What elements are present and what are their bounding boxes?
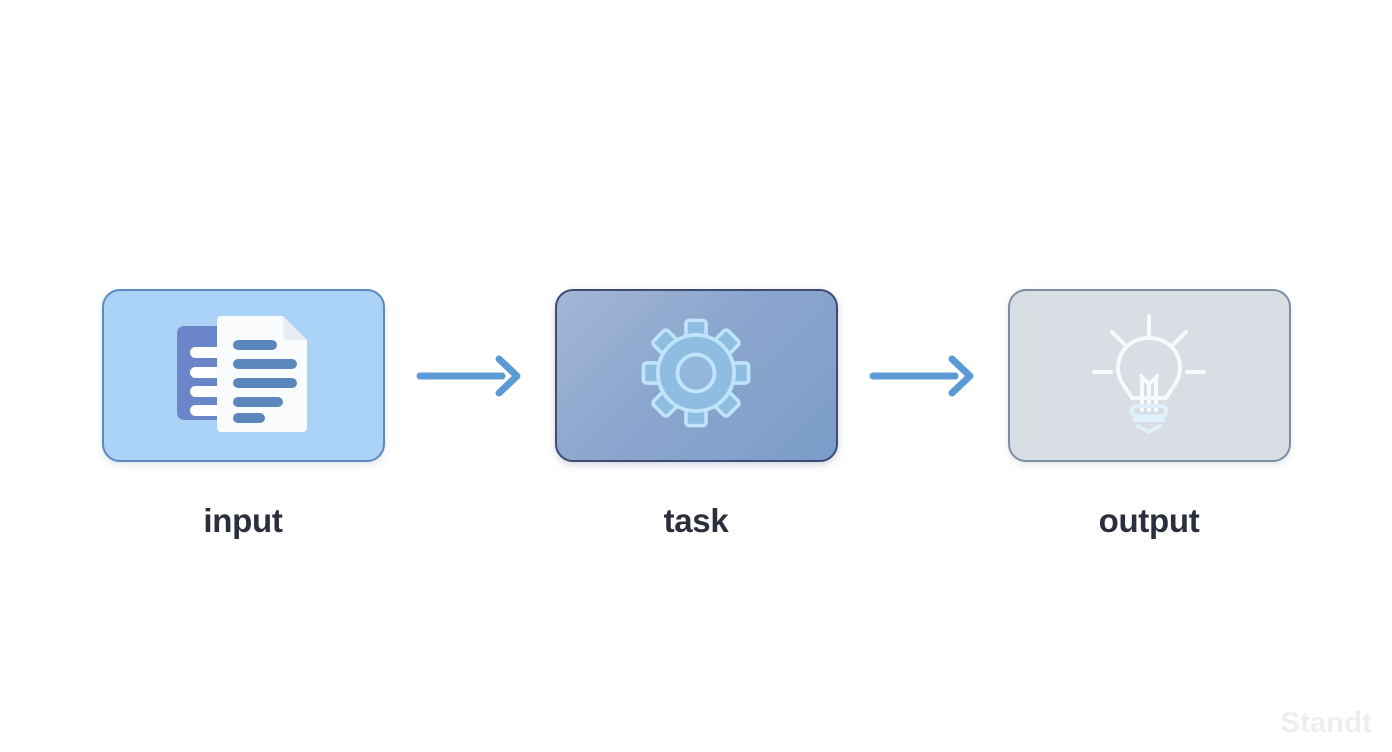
output-card[interactable] [1007, 289, 1291, 462]
brand-watermark: Standt [1280, 707, 1372, 739]
arrow-input-task [385, 289, 555, 462]
task-card[interactable] [554, 289, 838, 462]
stage-input[interactable]: input [101, 289, 385, 539]
stage-label-task: task [663, 502, 729, 539]
flow-row: input [0, 289, 1392, 537]
input-card[interactable] [101, 289, 385, 462]
stage-output[interactable]: output [1007, 289, 1291, 539]
stage-label-input: input [203, 502, 283, 539]
stage-task[interactable]: task [554, 289, 838, 539]
document-icon [173, 314, 313, 437]
stage-label-output: output [1098, 502, 1200, 539]
arrow-task-output [838, 289, 1008, 462]
lightbulb-icon [1086, 310, 1212, 441]
gear-icon [640, 317, 752, 434]
